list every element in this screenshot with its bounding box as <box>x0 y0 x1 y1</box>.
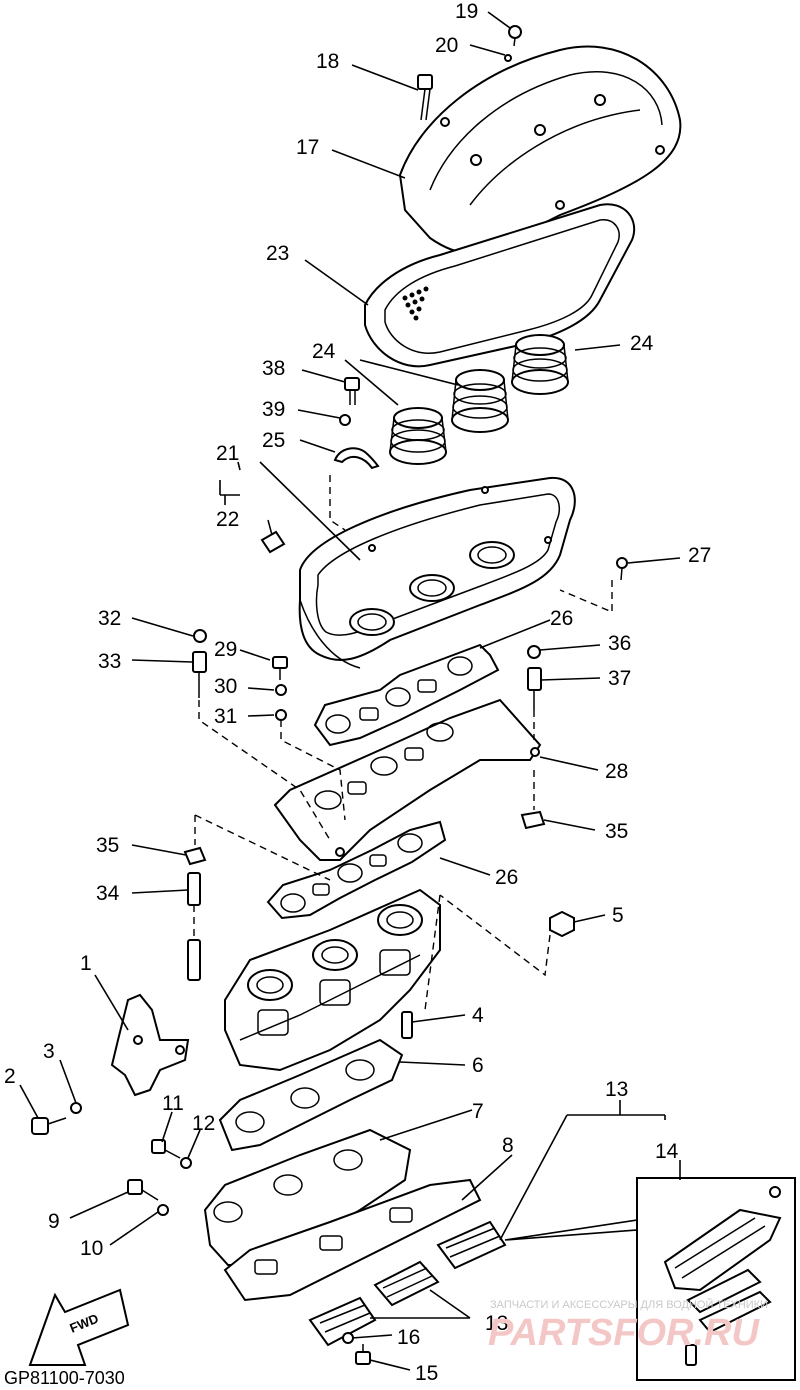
callout-3: 3 <box>43 1040 55 1063</box>
part-1-bracket <box>110 993 190 1097</box>
callout-33: 33 <box>98 650 121 673</box>
part-12-washer <box>180 1157 192 1169</box>
part-13-reed-valve-3 <box>436 1220 507 1270</box>
part-25-clip <box>333 447 380 470</box>
part-28-plate <box>273 698 542 861</box>
watermark: ЗАПЧАСТИ И АКСЕССУАРЫ ДЛЯ ВОДНОЙ ТЕХНИКИ… <box>488 1298 768 1354</box>
fwd-arrow-icon: FWD <box>28 1288 130 1366</box>
callout-37: 37 <box>608 667 631 690</box>
callout-10: 10 <box>80 1237 103 1260</box>
part-19-screw <box>508 25 522 47</box>
part-carburetor-assembly <box>224 888 441 1072</box>
callout-7: 7 <box>472 1100 484 1123</box>
callout-12: 12 <box>192 1112 215 1135</box>
part-32-nut <box>193 629 207 643</box>
part-21-silencer-case <box>298 476 576 669</box>
part-16-washer <box>342 1332 354 1344</box>
part-3-washer <box>70 1102 82 1114</box>
part-9-bolt <box>127 1179 159 1201</box>
part-24-sleeve-2 <box>451 369 509 433</box>
callout-26-lower: 26 <box>495 866 518 889</box>
part-26-gasket-lower <box>266 820 447 920</box>
part-27-screw <box>616 557 628 581</box>
part-35-grommet-left <box>183 846 207 866</box>
part-23-gasket <box>364 203 636 368</box>
callout-39: 39 <box>262 398 285 421</box>
watermark-tagline: ЗАПЧАСТИ И АКСЕССУАРЫ ДЛЯ ВОДНОЙ ТЕХНИКИ <box>490 1298 768 1311</box>
part-6-gasket <box>218 1038 404 1152</box>
part-15-screw <box>355 1344 371 1365</box>
part-26-gasket-upper <box>313 643 500 747</box>
part-29-bolt <box>272 656 288 680</box>
part-20-washer <box>504 54 512 62</box>
callout-13-upper: 13 <box>605 1078 628 1101</box>
part-37-stud <box>527 667 542 710</box>
part-35-grommet-right <box>520 810 546 830</box>
part-17-cover <box>398 45 682 255</box>
part-36-nut <box>527 645 541 659</box>
callout-24-right: 24 <box>630 332 654 355</box>
part-4-stud <box>401 1011 413 1039</box>
callout-21: 21 <box>216 442 239 465</box>
callout-13-lower: 13 <box>485 1312 508 1335</box>
part-13-reed-valve-2 <box>373 1260 440 1307</box>
callout-36: 36 <box>608 632 631 655</box>
callout-31: 31 <box>214 705 237 728</box>
callout-1: 1 <box>80 952 92 975</box>
callout-35-left: 35 <box>96 834 119 857</box>
callout-24-left: 24 <box>312 340 336 363</box>
callout-20: 20 <box>435 34 458 57</box>
watermark-logo: PARTSFOR.RU <box>488 1312 760 1354</box>
part-34-pin <box>187 872 201 981</box>
callout-18: 18 <box>316 50 339 73</box>
callout-14: 14 <box>655 1140 679 1163</box>
callout-9: 9 <box>48 1210 60 1233</box>
callout-35-right: 35 <box>605 820 628 843</box>
part-8-gasket-strip <box>223 1178 482 1302</box>
gasket-dot-pattern <box>402 286 429 321</box>
part-2-bolt <box>31 1117 67 1135</box>
callout-labels: 19 20 18 17 23 24 24 38 39 25 21 22 27 2… <box>4 0 711 1385</box>
callout-27: 27 <box>688 544 711 567</box>
callout-6: 6 <box>472 1054 484 1077</box>
part-31-washer <box>275 709 287 721</box>
part-10-washer <box>157 1204 169 1216</box>
callout-5: 5 <box>612 904 624 927</box>
callout-4: 4 <box>472 1004 484 1027</box>
part-7-intake-manifold <box>203 1128 412 1266</box>
callout-2: 2 <box>4 1065 16 1088</box>
leader-lines <box>19 11 681 1371</box>
part-24-sleeve-1 <box>389 407 447 465</box>
callout-30: 30 <box>214 675 237 698</box>
part-14-detail-inset <box>636 1177 796 1381</box>
callout-29: 29 <box>214 638 237 661</box>
callout-38: 38 <box>262 357 285 380</box>
callout-23: 23 <box>266 242 289 265</box>
callout-8: 8 <box>502 1134 514 1157</box>
callout-19: 19 <box>455 0 478 23</box>
part-38-bolt <box>344 377 360 405</box>
callout-26-upper: 26 <box>550 607 573 630</box>
callout-17: 17 <box>296 136 319 159</box>
callout-16: 16 <box>397 1326 420 1349</box>
callout-11: 11 <box>162 1092 184 1115</box>
callout-34: 34 <box>96 882 120 905</box>
part-30-washer <box>275 684 287 696</box>
callout-15: 15 <box>415 1362 438 1385</box>
callout-32: 32 <box>98 607 121 630</box>
part-33-stud <box>192 651 207 698</box>
part-13-reed-valve-1 <box>308 1296 377 1347</box>
callout-22: 22 <box>216 508 239 531</box>
diagram-code: GP81100-7030 <box>4 1368 125 1388</box>
part-22-fitting <box>260 519 286 554</box>
part-24-sleeve-3 <box>511 334 569 395</box>
callout-25: 25 <box>262 429 285 452</box>
callout-28: 28 <box>605 760 628 783</box>
part-11-bolt <box>151 1139 181 1159</box>
part-39-washer <box>339 414 351 426</box>
assembly-dashed-lines <box>193 475 613 1011</box>
part-18-bolt <box>417 74 433 121</box>
part-5-nut <box>549 910 575 938</box>
